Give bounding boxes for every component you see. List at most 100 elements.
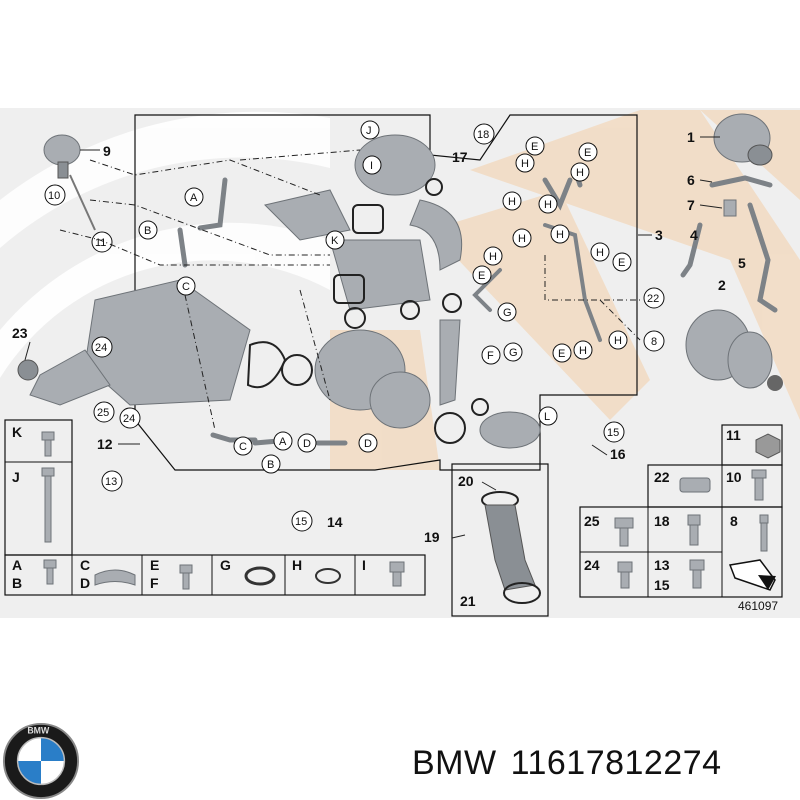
callout-numbers: 9 1 6 7 4 5 2 3 17 23 12 16 14 19 20 21 xyxy=(12,129,746,609)
legend-f: F xyxy=(150,575,159,591)
actuator-part xyxy=(43,134,96,231)
callout-10: 10 xyxy=(48,190,60,202)
brand-name: BMW xyxy=(412,744,497,782)
callout-13: 13 xyxy=(105,476,117,488)
callout-7: 7 xyxy=(687,197,695,213)
legend-h: H xyxy=(292,557,302,573)
callout-24-a: 24 xyxy=(95,342,107,354)
callout-21: 21 xyxy=(460,593,476,609)
callout-b-bottom: B xyxy=(267,459,274,471)
legend-e: E xyxy=(150,557,159,573)
callout-j: J xyxy=(366,125,372,137)
callout-e-5: E xyxy=(558,348,565,360)
charge-air-hose xyxy=(481,491,541,604)
circled-letter-callouts: J I K A B C E E H H H H H H H H E E G F … xyxy=(138,120,632,474)
callout-h-10: H xyxy=(614,335,622,347)
assembly-frame xyxy=(134,114,638,471)
callout-k: K xyxy=(331,235,339,247)
leader-lines xyxy=(24,136,723,539)
gaskets xyxy=(246,178,489,444)
legend-label-j: J xyxy=(12,469,20,485)
callout-d-1: D xyxy=(303,438,311,450)
callout-9: 9 xyxy=(103,143,111,159)
callout-d-2: D xyxy=(364,438,372,450)
callout-12: 12 xyxy=(97,436,113,452)
legend-left: K J xyxy=(4,419,73,556)
callout-e-2: E xyxy=(584,147,591,159)
legend-15: 15 xyxy=(654,577,670,593)
callout-11: 11 xyxy=(95,237,106,249)
legend-g: G xyxy=(220,557,231,573)
catalytic-converter xyxy=(17,279,251,406)
callout-e-1: E xyxy=(531,141,538,153)
callout-24-b: 24 xyxy=(123,413,135,425)
callout-f-1: F xyxy=(487,350,494,362)
legend-8: 8 xyxy=(730,513,738,529)
hose-inset-frame xyxy=(451,463,549,617)
callout-23: 23 xyxy=(12,325,28,341)
footer-brand: BMW 11617812274 xyxy=(412,744,736,783)
legend-11: 11 xyxy=(726,427,741,443)
svg-text:BMW: BMW xyxy=(27,726,50,736)
drawing-number: 461097 xyxy=(738,599,778,613)
legend-c: C xyxy=(80,557,90,573)
legend-right: 11 22 10 25 18 8 24 13 15 461097 xyxy=(579,424,783,613)
callout-e-4: E xyxy=(618,257,625,269)
callout-19: 19 xyxy=(424,529,440,545)
legend-10: 10 xyxy=(726,469,742,485)
callout-20: 20 xyxy=(458,473,474,489)
legend-bottom: A B C D E F G H I xyxy=(4,554,426,596)
turbocharger-main xyxy=(264,134,541,449)
circled-number-callouts: 10 11 18 22 8 24 25 24 13 15 15 xyxy=(44,123,665,532)
callout-22: 22 xyxy=(647,293,659,305)
callout-h-1: H xyxy=(521,158,529,170)
hoses xyxy=(177,167,602,446)
callout-h-3: H xyxy=(508,196,516,208)
part-number: 11617812274 xyxy=(510,744,722,782)
callout-h-8: H xyxy=(596,247,604,259)
callout-a-bottom: A xyxy=(279,436,287,448)
legend-label-k: K xyxy=(12,424,22,440)
right-parts xyxy=(680,113,783,391)
callout-6: 6 xyxy=(687,172,695,188)
callout-4: 4 xyxy=(690,227,698,243)
callout-18: 18 xyxy=(477,129,489,141)
legend-13: 13 xyxy=(654,557,670,573)
callout-h-5: H xyxy=(518,233,526,245)
callout-15-a: 15 xyxy=(295,516,307,528)
callout-a-top: A xyxy=(190,192,198,204)
callout-c-bottom: C xyxy=(239,441,247,453)
legend-25: 25 xyxy=(584,513,600,529)
callout-8: 8 xyxy=(651,336,657,348)
callout-5: 5 xyxy=(738,255,746,271)
callout-b-top: B xyxy=(144,225,151,237)
legend-d: D xyxy=(80,575,90,591)
callout-h-6: H xyxy=(556,229,564,241)
callout-2: 2 xyxy=(718,277,726,293)
callout-17: 17 xyxy=(452,149,468,165)
callout-l: L xyxy=(544,411,550,423)
callout-h-9: H xyxy=(579,345,587,357)
callout-h-7: H xyxy=(489,251,497,263)
callout-i: I xyxy=(370,160,373,172)
callout-1: 1 xyxy=(687,129,695,145)
dash-lines xyxy=(59,149,641,431)
callout-e-3: E xyxy=(478,270,485,282)
legend-i: I xyxy=(362,557,366,573)
bmw-logo: BMW xyxy=(2,722,80,800)
callout-25: 25 xyxy=(97,407,109,419)
legend-22: 22 xyxy=(654,469,670,485)
callout-3: 3 xyxy=(655,227,663,243)
callout-14: 14 xyxy=(327,514,343,530)
callout-h-4: H xyxy=(544,199,552,211)
callout-16: 16 xyxy=(610,446,626,462)
callout-15-b: 15 xyxy=(607,427,619,439)
callout-g-2: G xyxy=(509,347,518,359)
legend-18: 18 xyxy=(654,513,670,529)
legend-a: A xyxy=(12,557,22,573)
callout-c-top: C xyxy=(182,281,190,293)
callout-g-1: G xyxy=(503,307,512,319)
legend-24: 24 xyxy=(584,557,600,573)
legend-b: B xyxy=(12,575,22,591)
